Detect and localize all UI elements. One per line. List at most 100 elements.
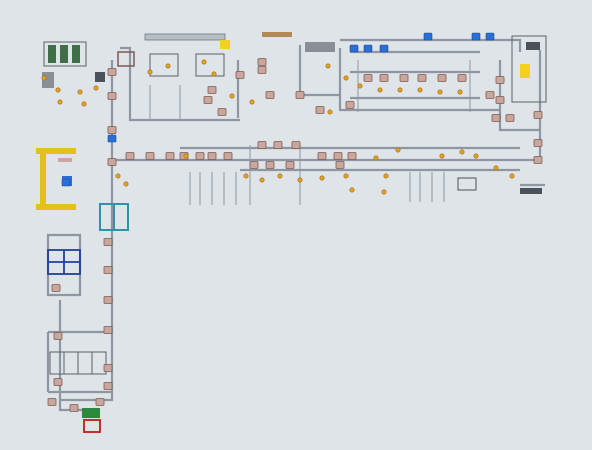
pallet-carrier	[47, 398, 57, 406]
robot-arm	[349, 187, 355, 193]
robot-arm	[183, 153, 189, 159]
blue-module	[485, 32, 495, 41]
robot-arm	[343, 75, 349, 81]
pallet-carrier	[207, 86, 217, 94]
pallet-carrier	[195, 152, 205, 160]
pallet-carrier	[257, 58, 267, 66]
pallet-carrier	[505, 114, 515, 122]
pallet-carrier	[533, 139, 543, 147]
pallet-carrier	[107, 126, 117, 134]
pallet-carrier	[145, 152, 155, 160]
pallet-carrier	[379, 74, 389, 82]
pallet-carrier	[285, 161, 295, 169]
robot-arm	[373, 155, 379, 161]
conveyor-lower-right-vertical	[58, 235, 114, 402]
pallet-carrier	[495, 76, 505, 84]
right-lower-panel	[457, 177, 542, 194]
blue-module	[107, 134, 117, 143]
robot-arm	[259, 177, 265, 183]
conveyor-bottom-exit	[58, 400, 90, 412]
teal-fixture	[99, 203, 129, 231]
pallet-carrier	[103, 266, 113, 274]
pallet-carrier	[265, 161, 275, 169]
robot-arm	[211, 71, 217, 77]
robot-arm	[395, 147, 401, 153]
blue-module	[471, 32, 481, 41]
robot-arm	[381, 189, 387, 195]
robot-arm	[417, 87, 423, 93]
robot-arm	[437, 89, 443, 95]
pallet-carrier	[533, 156, 543, 164]
pallet-carrier	[125, 152, 135, 160]
pallet-carrier	[265, 91, 275, 99]
robot-arm	[377, 87, 383, 93]
pallet-carrier	[399, 74, 409, 82]
robot-arm	[509, 173, 515, 179]
robot-arm	[397, 87, 403, 93]
robot-arm	[147, 69, 153, 75]
pallet-carrier	[485, 91, 495, 99]
robot-arm	[41, 75, 47, 81]
robot-arm	[277, 173, 283, 179]
robot-arm	[249, 99, 255, 105]
pallet-carrier	[491, 114, 501, 122]
robot-arm	[93, 85, 99, 91]
pallet-carriers	[47, 58, 543, 412]
robot-arm	[357, 83, 363, 89]
pallet-carrier	[257, 66, 267, 74]
pallet-carrier	[495, 96, 505, 104]
pallet-carrier	[291, 141, 301, 149]
robot-arm	[55, 87, 61, 93]
robot-arm	[325, 63, 331, 69]
top-panels	[117, 32, 335, 77]
robot-arm	[77, 89, 83, 95]
pallet-carrier	[295, 91, 305, 99]
pallet-carrier	[103, 382, 113, 390]
pallet-carrier	[203, 96, 213, 104]
pallet-carrier	[317, 152, 327, 160]
robot-arm	[229, 93, 235, 99]
pallet-carrier	[223, 152, 233, 160]
robot-arm	[319, 175, 325, 181]
pallet-carrier	[103, 296, 113, 304]
pallet-carrier	[249, 161, 259, 169]
robot-arm	[297, 177, 303, 183]
blue-module	[363, 44, 373, 53]
conveyor-upper-right-b	[338, 48, 500, 112]
blue-module	[61, 178, 71, 187]
pallet-carrier	[107, 68, 117, 76]
robot-arm	[165, 63, 171, 69]
pallet-carrier	[53, 332, 63, 340]
pallet-carrier	[107, 92, 117, 100]
pallet-carrier	[533, 111, 543, 119]
pallet-carrier	[53, 378, 63, 386]
robot-arm	[459, 149, 465, 155]
blue-module	[423, 32, 433, 41]
exit-fixture	[82, 408, 101, 433]
pallet-carrier	[347, 152, 357, 160]
robot-arms	[41, 59, 515, 195]
pallet-carrier	[363, 74, 373, 82]
robot-arm	[473, 153, 479, 159]
pallet-carrier	[235, 71, 245, 79]
conveyor-top-line	[120, 46, 240, 122]
pallet-carrier	[217, 108, 227, 116]
robot-arm	[493, 165, 499, 171]
conveyor-upper-right	[340, 38, 522, 52]
robot-arm	[457, 89, 463, 95]
pallet-carrier	[69, 404, 79, 412]
robot-arm	[115, 173, 121, 179]
pallet-carrier	[333, 152, 343, 160]
pallet-carrier	[457, 74, 467, 82]
pallet-carrier	[257, 141, 267, 149]
pallet-carrier	[345, 101, 355, 109]
conveyor-lower-left-loop	[46, 233, 82, 297]
robot-arm	[201, 59, 207, 65]
pallet-carrier	[417, 74, 427, 82]
pallet-carrier	[103, 238, 113, 246]
lower-welding-bays	[49, 351, 107, 375]
pallet-carrier	[107, 158, 117, 166]
pallet-carrier	[335, 161, 345, 169]
